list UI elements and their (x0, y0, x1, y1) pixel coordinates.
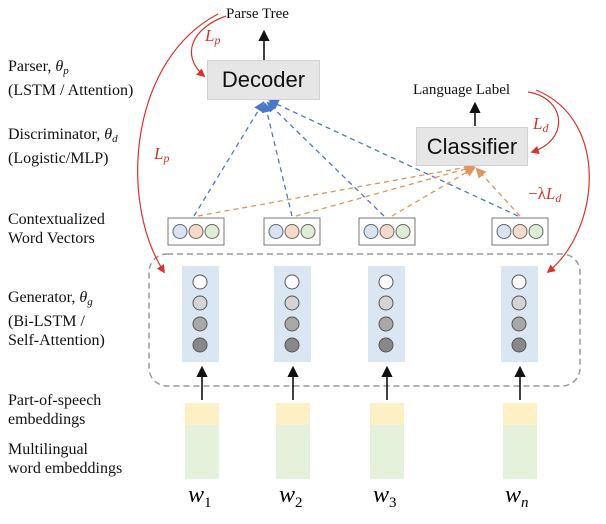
classifier-box: Classifier (416, 127, 528, 166)
loss-lp-top-symbol: L (205, 26, 215, 45)
loss-lp-top: Lp (205, 26, 220, 48)
ml-line2: word embeddings (8, 460, 123, 477)
embedding-column-3 (370, 403, 404, 479)
generator-column-3 (368, 266, 405, 362)
loss-lp-left-symbol: L (154, 144, 164, 163)
word-1-sub: 1 (204, 495, 212, 511)
loss-ld-symbol: L (533, 114, 543, 133)
neg-ld-arrow-to-generator (535, 89, 590, 274)
word-n-symbol: w (505, 482, 522, 508)
word-label-3: w3 (373, 482, 397, 512)
embedding-to-generator-arrows (196, 365, 526, 400)
word-1-symbol: w (188, 482, 205, 508)
contextualized-vectors (167, 217, 549, 246)
pos-embeddings-label: Part-of-speech embeddings (8, 391, 101, 429)
loss-neg-ld-sub: d (555, 191, 562, 205)
embedding-column-n (503, 403, 537, 479)
context-vector-1 (167, 217, 225, 246)
loss-lp-top-sub: p (214, 33, 221, 47)
multilingual-embeddings-label: Multilingual word embeddings (8, 440, 122, 478)
generator-column-2 (274, 266, 311, 362)
parser-label-detail: (LSTM / Attention) (8, 82, 134, 99)
context-vector-2 (263, 217, 321, 246)
word-2-sub: 2 (295, 495, 303, 511)
contextualized-line2: Word Vectors (8, 230, 95, 247)
word-label-n: wn (505, 482, 529, 512)
loss-ld: Ld (533, 114, 548, 136)
generator-column-1 (182, 266, 219, 362)
word-label-2: w2 (279, 482, 303, 512)
discriminator-theta: θ (104, 126, 113, 143)
word-2-symbol: w (279, 482, 296, 508)
generator-theta: θ (79, 289, 88, 306)
word-3-sub: 3 (389, 495, 397, 511)
parser-theta-sub: p (63, 65, 69, 77)
parse-tree-label: Parse Tree (226, 6, 289, 22)
generator-label-detail1: (Bi-LSTM / (8, 313, 85, 330)
generator-columns (182, 266, 538, 362)
discriminator-label-detail: (Logistic/MLP) (8, 150, 109, 167)
language-label-output: Language Label (413, 82, 511, 98)
pos-line2: embeddings (8, 411, 86, 428)
loss-lp-left-sub: p (163, 151, 170, 165)
contextualized-line1: Contextualized (8, 211, 105, 228)
pos-line1: Part-of-speech (8, 392, 102, 409)
parser-label: Parser, θp (LSTM / Attention) (8, 57, 133, 100)
generator-theta-sub: g (87, 296, 93, 308)
contextualized-label: Contextualized Word Vectors (8, 210, 105, 248)
parser-label-text: Parser, (8, 58, 56, 75)
loss-neg-ld-prefix: −λ (528, 184, 546, 203)
context-vector-3 (358, 217, 416, 246)
lp-arrow-to-generator (137, 13, 219, 274)
ml-line1: Multilingual (8, 441, 88, 458)
loss-arrows (137, 13, 590, 274)
loss-lp-left: Lp (154, 144, 169, 166)
ld-arrow-to-classifier (527, 91, 560, 154)
decoder-attention-arrows (193, 99, 519, 217)
generator-label-text: Generator, (8, 289, 80, 306)
context-vector-n (491, 217, 549, 246)
generator-label-detail2: Self-Attention) (8, 332, 105, 349)
classifier-input-arrows (197, 162, 521, 217)
lp-arrow-to-decoder (190, 15, 227, 78)
decoder-box: Decoder (207, 60, 320, 100)
embedding-column-1 (185, 403, 219, 479)
parser-theta: θ (55, 58, 64, 75)
embedding-column-2 (276, 403, 310, 479)
loss-neg-ld-symbol: L (545, 184, 556, 203)
discriminator-theta-sub: d (112, 133, 118, 145)
discriminator-label-text: Discriminator, (8, 126, 105, 143)
word-n-sub: n (521, 495, 529, 511)
generator-column-n (501, 266, 538, 362)
loss-ld-sub: d (542, 121, 549, 135)
generator-label: Generator, θg (Bi-LSTM / Self-Attention) (8, 288, 105, 350)
discriminator-label: Discriminator, θd (Logistic/MLP) (8, 125, 118, 168)
loss-neg-ld: −λLd (528, 184, 561, 206)
embedding-columns (185, 403, 537, 479)
word-label-1: w1 (188, 482, 212, 512)
generator-region (148, 253, 581, 387)
word-3-symbol: w (373, 482, 390, 508)
